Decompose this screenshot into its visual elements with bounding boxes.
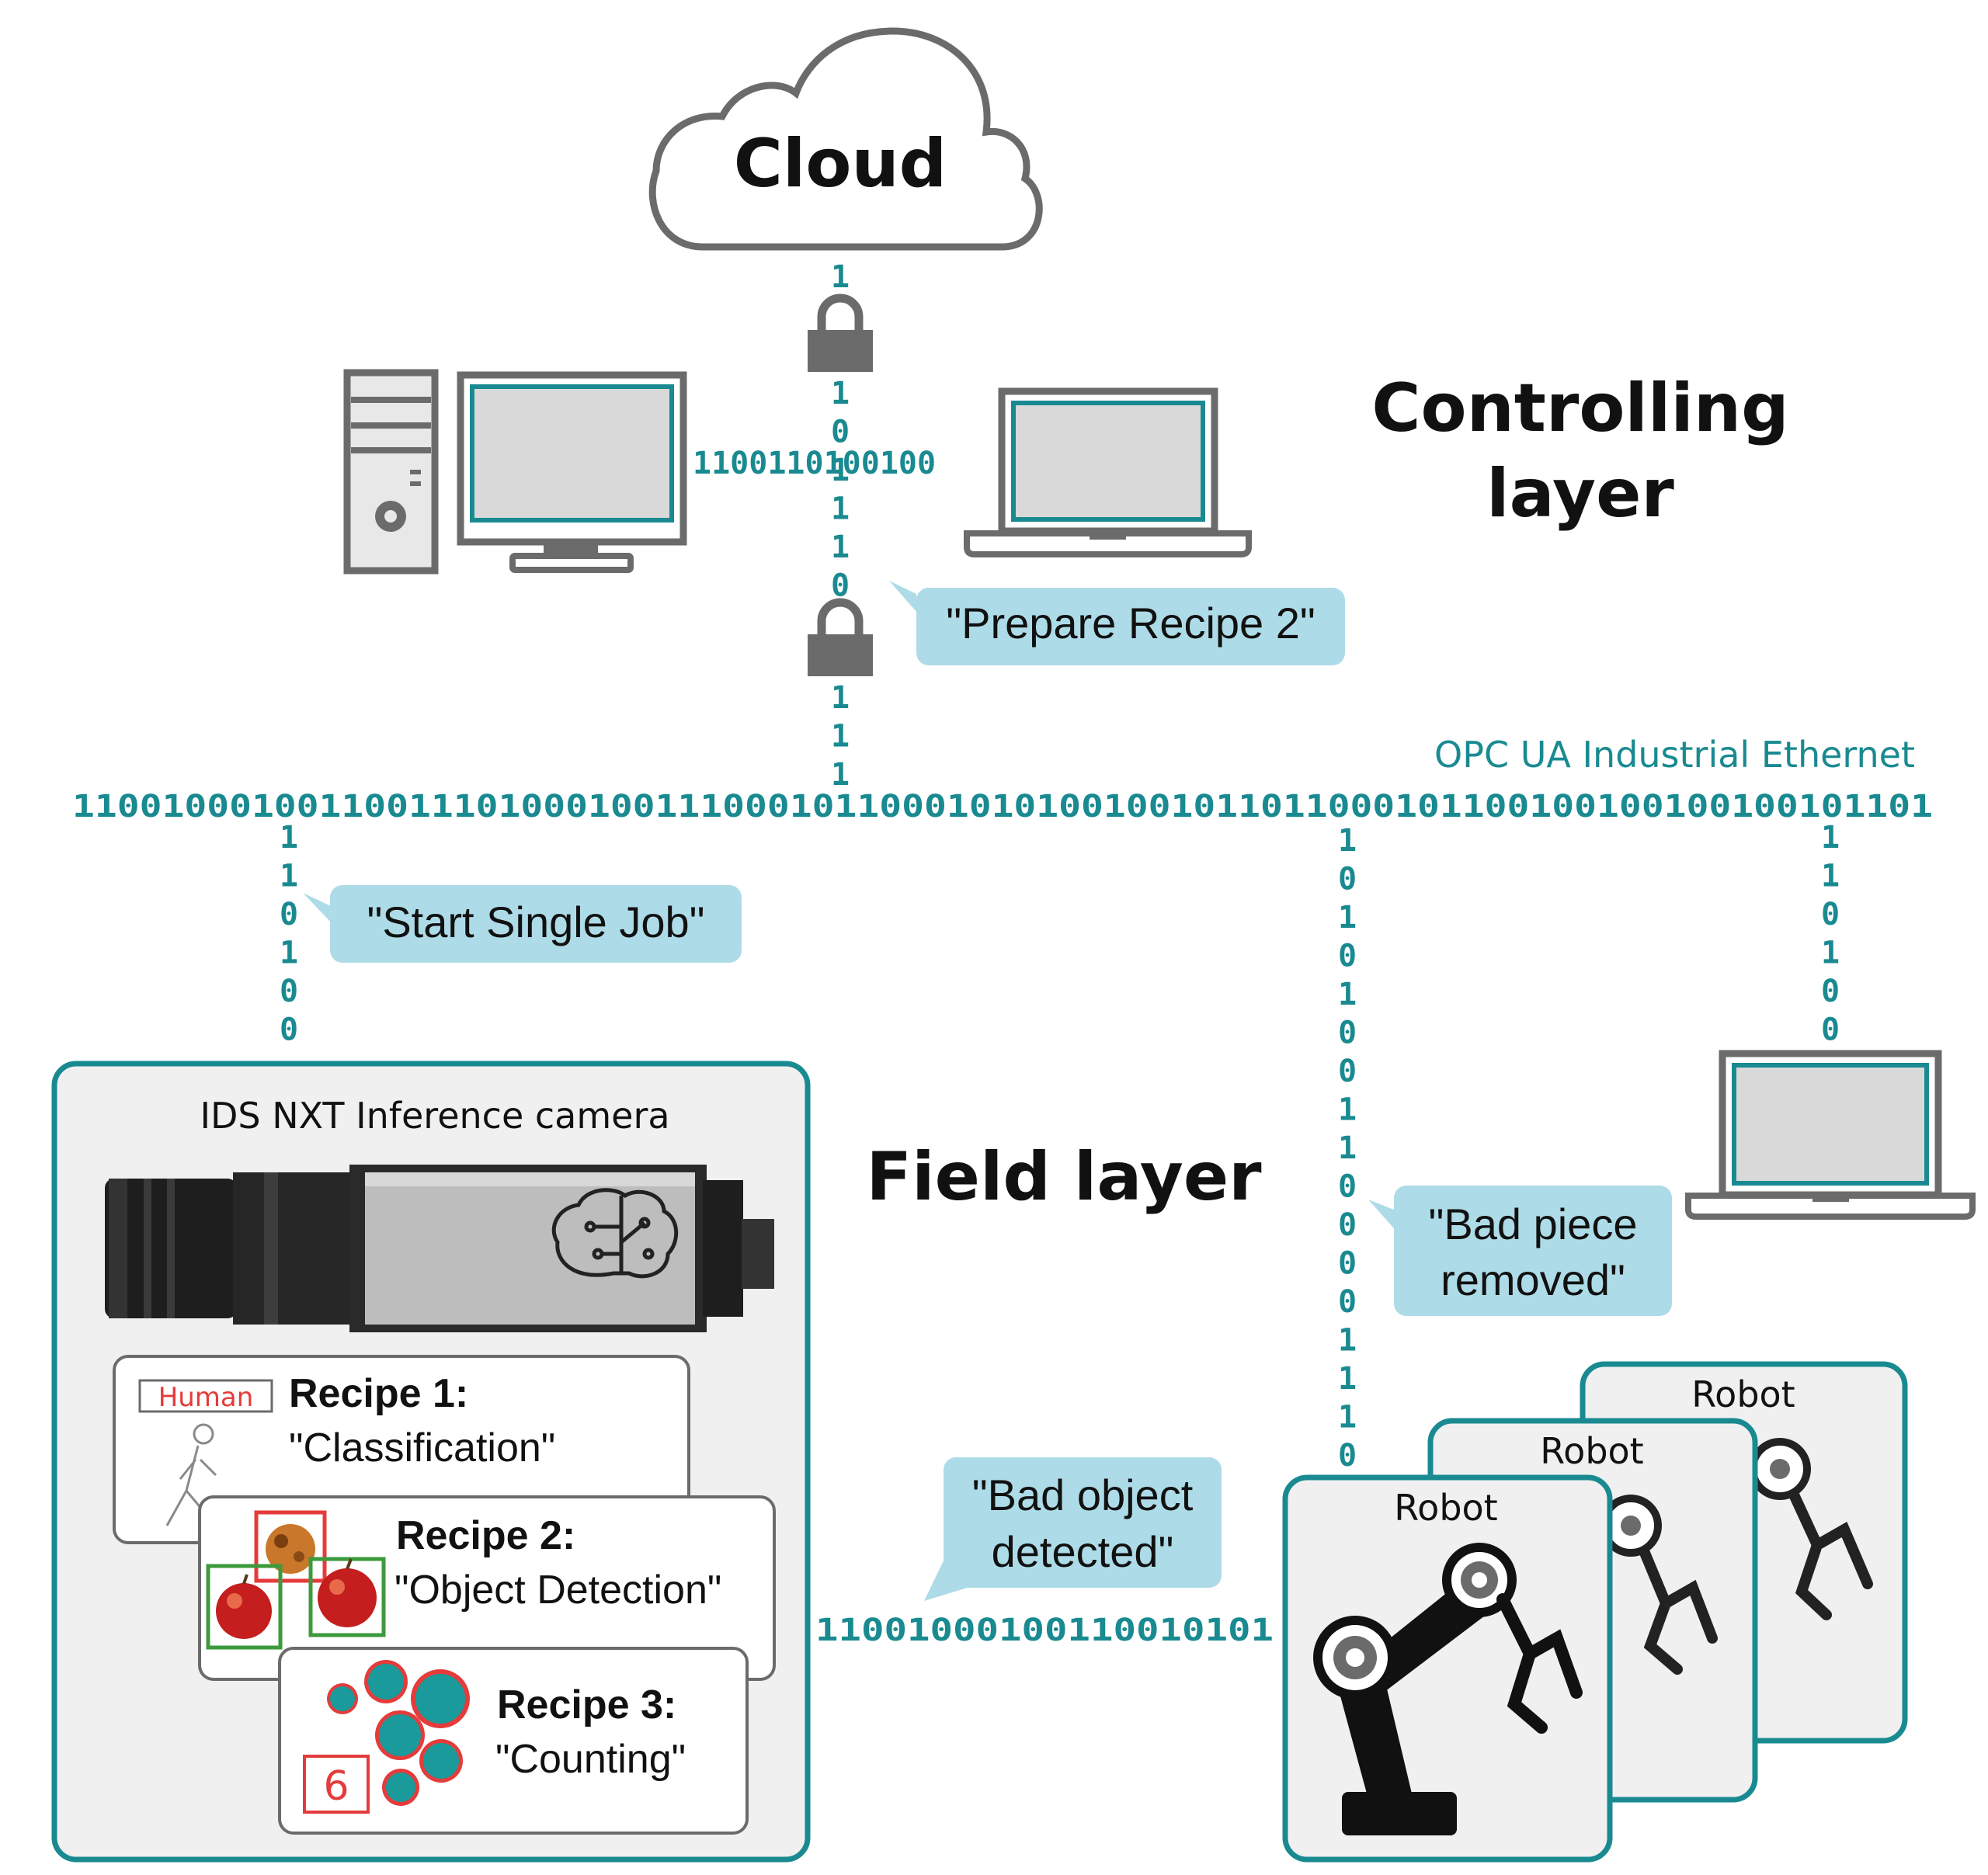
message-bubble-bad-piece: "Bad piece removed" (1368, 1186, 1672, 1316)
robot-1-label: Robot (1394, 1487, 1497, 1529)
lock-icon (808, 598, 873, 676)
message-bubble-bad-object: "Bad object detected" (924, 1457, 1222, 1601)
message-bad-object-line1: "Bad object (972, 1470, 1194, 1519)
pc-link-bits: 1100110100100 (693, 446, 936, 481)
camera-panel-title: IDS NXT Inference camera (200, 1095, 669, 1137)
recipe-1-name: Recipe 1: (289, 1371, 468, 1416)
robot-3-label: Robot (1691, 1373, 1795, 1415)
camera-panel: IDS NXT Inference camera (51, 1061, 811, 1863)
cloud-shape (648, 27, 1043, 251)
rotten-apple-icon (266, 1524, 315, 1574)
field-laptop-icon (1685, 1050, 1976, 1220)
cloud: Cloud (648, 27, 1043, 251)
desktop-computer (343, 369, 687, 575)
brain-logo-icon (551, 1188, 679, 1279)
controlling-layer-title-line2: layer (1486, 455, 1674, 533)
lock-icon (808, 293, 873, 372)
robot-link-bits: 1010100110000111010 (1338, 823, 1357, 1550)
recipe-2-name: Recipe 2: (396, 1513, 575, 1558)
robot-card-1: Robot (1282, 1474, 1613, 1863)
message-bad-piece-line2: removed" (1441, 1255, 1625, 1304)
recipe-3-name: Recipe 3: (497, 1682, 676, 1727)
counting-dots-icon (327, 1660, 470, 1806)
cloud-link-top-bits: 1 (831, 259, 850, 295)
message-bubble-start: "Start Single Job" (303, 885, 742, 963)
recipe-3-task: "Counting" (495, 1737, 686, 1782)
robot-gripper-icon (1600, 1495, 1718, 1675)
camera-robot-link-bits: 11001000100110010101 (815, 1613, 1274, 1648)
apple-icon (318, 1558, 377, 1627)
pc-tower-icon (343, 369, 439, 575)
message-prepare-text: "Prepare Recipe 2" (946, 599, 1315, 648)
camera-icon (105, 1165, 774, 1332)
recipe-card-3: 6 Recipe 3: "Counting" (278, 1647, 749, 1835)
message-bad-piece-line1: "Bad piece (1429, 1200, 1638, 1248)
laptop-icon (964, 387, 1252, 557)
network-label: OPC UA Industrial Ethernet (1434, 734, 1915, 776)
recipe-1-task: "Classification" (289, 1425, 555, 1470)
monitor-icon (457, 371, 687, 573)
message-bubble-prepare: "Prepare Recipe 2" (889, 581, 1345, 665)
controlling-layer-title-line1: Controlling (1371, 370, 1788, 447)
recipe-2-task: "Object Detection" (394, 1568, 721, 1613)
recipe-1-tag: Human (158, 1382, 254, 1413)
message-bad-object-line2: detected" (992, 1527, 1174, 1576)
network-bus-bits: 1100100010011001110100010011100010110001… (72, 789, 1933, 825)
robot-2-label: Robot (1540, 1430, 1643, 1472)
recipe-card-2: Recipe 2: "Object Detection" (198, 1495, 776, 1681)
cloud-label: Cloud (734, 125, 947, 203)
robot-arm-icon (1313, 1543, 1583, 1835)
message-start-text: "Start Single Job" (367, 898, 704, 946)
apple-icon (216, 1574, 272, 1639)
field-layer-title: Field layer (866, 1138, 1262, 1216)
recipe-3-count: 6 (323, 1763, 349, 1810)
